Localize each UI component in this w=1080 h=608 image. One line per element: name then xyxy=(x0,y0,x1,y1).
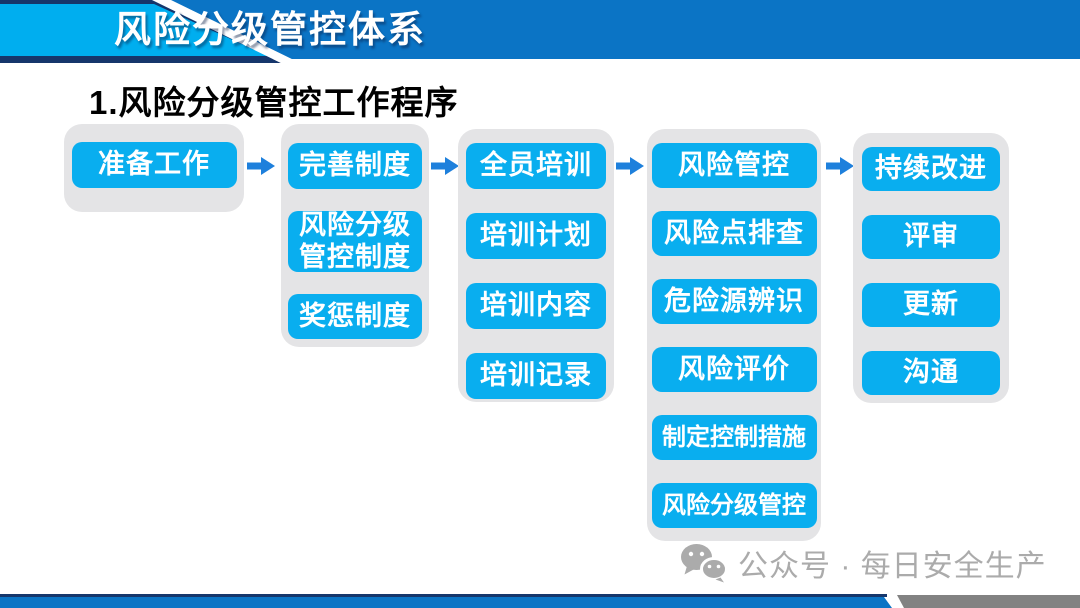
flow-node: 全员培训 xyxy=(466,143,606,189)
arrow-right-icon xyxy=(247,157,275,175)
flow-node: 培训内容 xyxy=(466,283,606,329)
arrow-right-icon xyxy=(616,157,644,175)
flow-stage-1-panel: 准备工作 xyxy=(64,124,244,212)
flow-stage-4-panel: 风险管控 风险点排查 危险源辨识 风险评价 制定控制措施 风险分级管控 xyxy=(647,129,821,541)
arrow-right-icon xyxy=(431,157,459,175)
footer-gray-bar xyxy=(897,595,1080,608)
flow-node: 评审 xyxy=(862,215,1000,259)
flow-node: 风险管控 xyxy=(651,143,817,188)
flow-node: 沟通 xyxy=(862,351,1000,395)
section-heading: 1.风险分级管控工作程序 xyxy=(89,84,459,121)
flow-node: 危险源辨识 xyxy=(651,279,817,324)
arrow-right-icon xyxy=(826,157,854,175)
flow-node: 风险分级管控制度 xyxy=(288,210,422,272)
flow-node: 持续改进 xyxy=(862,147,1000,191)
flow-node: 风险点排查 xyxy=(651,211,817,256)
flow-node: 奖惩制度 xyxy=(288,294,422,339)
flow-node: 培训计划 xyxy=(466,213,606,259)
watermark: 公众号 · 每日安全生产 xyxy=(680,542,1047,584)
flow-stage-2-panel: 完善制度 风险分级管控制度 奖惩制度 xyxy=(281,124,429,347)
wechat-icon xyxy=(681,544,728,583)
flow-node: 准备工作 xyxy=(71,142,237,188)
flow-node: 制定控制措施 xyxy=(651,415,817,460)
watermark-text: 公众号 · 每日安全生产 xyxy=(738,550,1047,583)
flow-node: 培训记录 xyxy=(466,353,606,399)
slide-title: 风险分级管控体系 xyxy=(114,9,426,50)
flow-node: 风险评价 xyxy=(651,347,817,392)
footer-navy-line xyxy=(0,594,887,597)
flow-stage-5-panel: 持续改进 评审 更新 沟通 xyxy=(853,133,1009,403)
flow-node: 风险分级管控 xyxy=(651,483,817,528)
flow-node: 更新 xyxy=(862,283,1000,327)
footer-blue-bar xyxy=(0,597,892,608)
flow-node: 完善制度 xyxy=(288,143,422,189)
flow-stage-3-panel: 全员培训 培训计划 培训内容 培训记录 xyxy=(458,129,614,402)
